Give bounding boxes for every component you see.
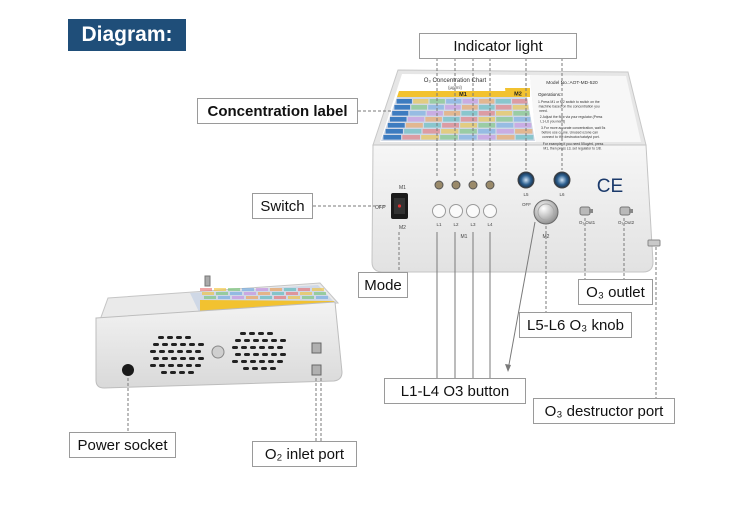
o3-buttons: L1 L2 L3 L4 M1 <box>432 204 497 240</box>
label-o2-inlet-port: O₂ inlet port <box>252 441 357 467</box>
o2-inlet-port-2 <box>311 364 322 376</box>
operations-line: M1, then press L3, set regulator to 1/8. <box>543 147 601 151</box>
label-switch: Switch <box>252 193 313 219</box>
main-device: O₃ Concentration Chart (μg/ml) M1 Model … <box>371 69 661 273</box>
chart-cells <box>383 99 534 140</box>
label-indicator-light: Indicator light <box>419 33 577 59</box>
rocker-switch: M1 OFF M2 <box>375 185 408 231</box>
ce-mark: CE <box>597 176 623 197</box>
label-mode: Mode <box>358 272 408 298</box>
operations-line: 3.For more accurate concentration, wait … <box>541 126 606 130</box>
operations-text: 1.Press M1 or M2 switch to switch on the… <box>538 100 606 151</box>
operations-line: 1.Press M1 or M2 switch to switch on the <box>538 100 600 104</box>
label-l5-l6-knob: L5-L6 O₃ knob <box>519 312 632 338</box>
chart-m1-bar <box>397 91 527 97</box>
chart-m2-label: M2 <box>514 92 522 98</box>
operations-line: connect to the destructor/catalyst port. <box>542 135 600 139</box>
operations-line: For example, if you need 55ug/ml, press <box>543 142 604 146</box>
operations-line: need. <box>539 109 548 113</box>
leader-lines <box>127 58 657 441</box>
switch-m1-label: M1 <box>399 185 406 191</box>
power-socket <box>122 364 134 376</box>
operations-line: machine based on the concentration you <box>539 104 600 108</box>
chart-m1-label: M1 <box>459 92 467 98</box>
button-l2-label: L2 <box>453 222 459 227</box>
operations-line: L1-L6 you need) <box>540 120 565 124</box>
label-o3-outlet: O₃ outlet <box>578 279 653 305</box>
label-l1-l4-button: L1-L4 O3 button <box>384 378 526 404</box>
light-l6-label: L6 <box>559 192 565 197</box>
label-power-socket: Power socket <box>69 432 176 458</box>
operations-heading: Operations: <box>538 92 561 97</box>
switch-off-label: OFF <box>375 205 385 211</box>
outlet1-label: O₃ Out1 <box>579 220 596 225</box>
button-l3-label: L3 <box>470 222 476 227</box>
vent-grills <box>150 332 286 374</box>
indicator-lights: L5 L6 <box>434 171 571 197</box>
operations-panel: Model No.:AOT-MD-520 M2 Operations: 1.Pr… <box>505 75 641 151</box>
light-l5-label: L5 <box>523 192 529 197</box>
model-number: Model No.:AOT-MD-520 <box>546 80 598 86</box>
back-device <box>95 275 343 389</box>
destructor-port-pin <box>647 239 661 247</box>
operations-line: 2.Adjust the flow via your regulator.(Pr… <box>540 115 603 119</box>
switch-m2-label: M2 <box>399 225 406 231</box>
label-concentration: Concentration label <box>197 98 358 124</box>
diagram-title: Diagram: <box>68 19 186 51</box>
o2-inlet-port-1 <box>311 342 322 354</box>
button-l1-label: L1 <box>436 222 442 227</box>
knob-off-label: OFF <box>522 202 531 207</box>
label-o3-destructor-port: O₃ destructor port <box>533 398 675 424</box>
button-group-label: M1 <box>461 234 468 240</box>
o3-outlets: O₃ Out1 O₃ Out2 <box>579 206 635 225</box>
device-front-panel <box>371 144 654 273</box>
operations-line: before use ozone. Unused ozone can <box>542 130 598 134</box>
concentration-chart-sticker: O₃ Concentration Chart (μg/ml) M1 <box>380 74 536 142</box>
button-l4-label: L4 <box>487 222 493 227</box>
outlet2-label: O₃ Out2 <box>618 220 635 225</box>
chart-unit: (μg/ml) <box>448 85 463 90</box>
